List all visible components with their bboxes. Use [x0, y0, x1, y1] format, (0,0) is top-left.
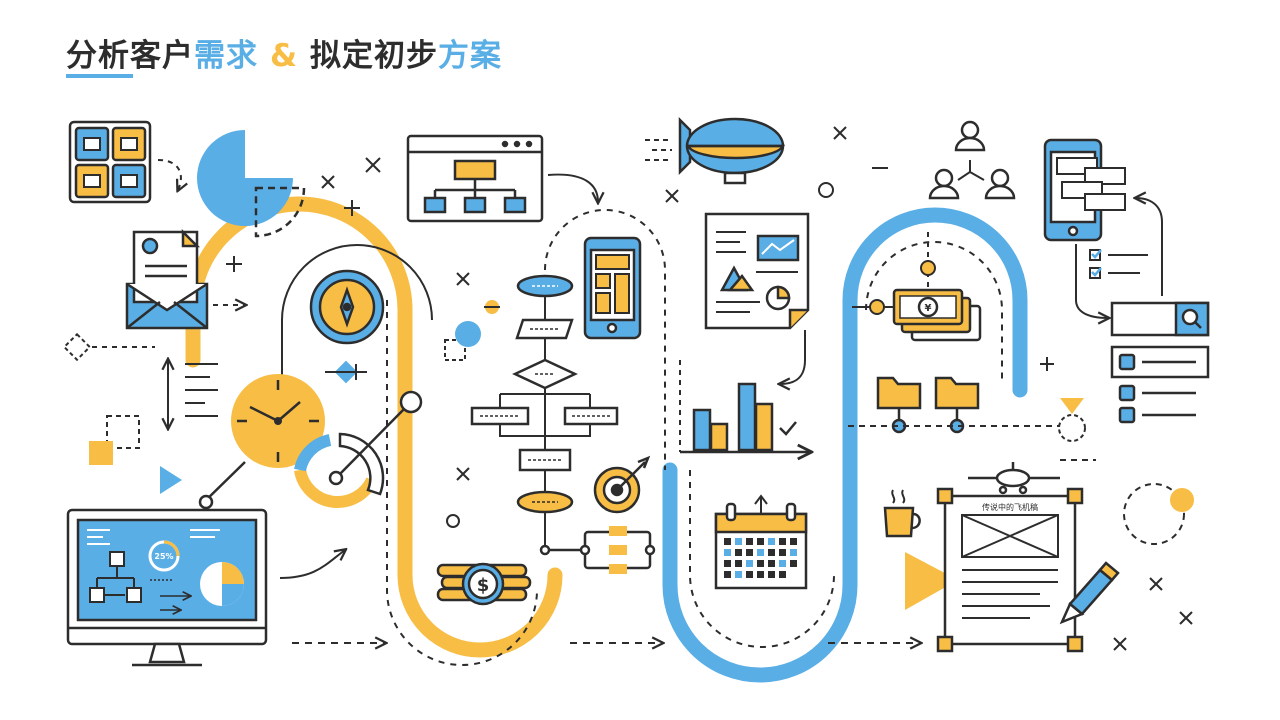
yellow-dot-right [1170, 488, 1194, 512]
calendar-cell [735, 549, 742, 556]
calendar-cell [779, 571, 786, 578]
document-icon [704, 212, 810, 330]
calendar-cell [757, 538, 764, 545]
smartphone-icon [583, 236, 642, 340]
calendar-cell [768, 538, 775, 545]
calendar-cell [746, 549, 753, 556]
team-icon [928, 120, 1016, 200]
decorations-right [1040, 357, 1193, 651]
bill-symbol: ¥ [925, 303, 932, 314]
grid-icon [68, 120, 152, 204]
list-icon [1110, 345, 1210, 424]
yellow-road [185, 196, 563, 666]
decorations-left [62, 157, 381, 449]
search-box-icon [1110, 301, 1210, 337]
connector-arrow [279, 550, 345, 579]
coffee-icon [883, 489, 921, 538]
calendar-cell [790, 549, 797, 556]
title-part-3: 拟定初步 [310, 38, 439, 74]
calendar-cell [746, 571, 753, 578]
chat-phone-icon [1043, 138, 1126, 242]
calendar-cell [757, 560, 764, 567]
calendar-cell [746, 538, 753, 545]
calendar-cell [779, 538, 786, 545]
calendar-cell [724, 571, 731, 578]
play-small-icon [160, 466, 182, 494]
blue-dot [455, 321, 481, 347]
coin-stack-icon [436, 562, 532, 606]
sequence-connector [539, 526, 656, 574]
calendar-cell [724, 560, 731, 567]
calendar-cell [757, 571, 764, 578]
calendar-cell [768, 571, 775, 578]
calendar-cell [735, 538, 742, 545]
blue-road [544, 207, 1028, 683]
calendar-cell [768, 549, 775, 556]
calendar-cell [768, 560, 775, 567]
pencil-icon [1059, 561, 1120, 625]
title-amp: & [270, 38, 299, 74]
wireframe-icon [936, 487, 1084, 653]
clock-icon [231, 374, 325, 468]
yellow-dot [484, 300, 500, 314]
money-connectors [852, 232, 936, 315]
gauge-icon [294, 390, 423, 508]
compass-icon [309, 269, 385, 345]
money-icon [892, 288, 982, 342]
email-icon [125, 228, 209, 330]
folder-icon [848, 376, 1060, 434]
yellow-square [89, 441, 113, 465]
title-underline [66, 74, 133, 78]
flowchart-icon [470, 274, 619, 550]
airplane-icon [968, 462, 1060, 495]
connector-arrow [780, 330, 806, 384]
calendar-cell [757, 549, 764, 556]
connector-arrow [157, 159, 181, 190]
calendar-cell [724, 538, 731, 545]
title-part-2: 需求 [194, 38, 258, 74]
wireframe-caption: 传说中的飞机稿 [982, 502, 1038, 512]
pie-chart-icon [197, 130, 306, 238]
title-part-1: 分析客户 [66, 38, 194, 74]
donut-percent-label: 25% [154, 552, 173, 561]
connector-node [198, 494, 214, 510]
coin-symbol: $ [477, 575, 490, 596]
page-title: 分析客户需求&拟定初步方案 [66, 30, 502, 75]
browser-sitemap-icon [406, 134, 544, 223]
bar-chart-icon [679, 360, 810, 452]
calendar-cell [790, 538, 797, 545]
calendar-cell [779, 560, 786, 567]
monitor-icon [66, 508, 268, 667]
checklist-icon [1075, 244, 1148, 318]
calendar-cell [735, 560, 742, 567]
decorations-middle [444, 126, 888, 528]
connector-arrow [1136, 198, 1163, 296]
calendar-cell [790, 560, 797, 567]
calendar-cell [735, 571, 742, 578]
crosshair-decor [325, 364, 367, 380]
play-icon [905, 552, 958, 610]
target-icon [593, 455, 651, 514]
calendar-cell [724, 549, 731, 556]
calendar-cell [746, 560, 753, 567]
connector-arrow [547, 173, 598, 202]
calendar-cells [724, 538, 797, 578]
title-part-4: 方案 [438, 38, 503, 74]
blimp-icon [645, 116, 786, 185]
calendar-cell [779, 549, 786, 556]
